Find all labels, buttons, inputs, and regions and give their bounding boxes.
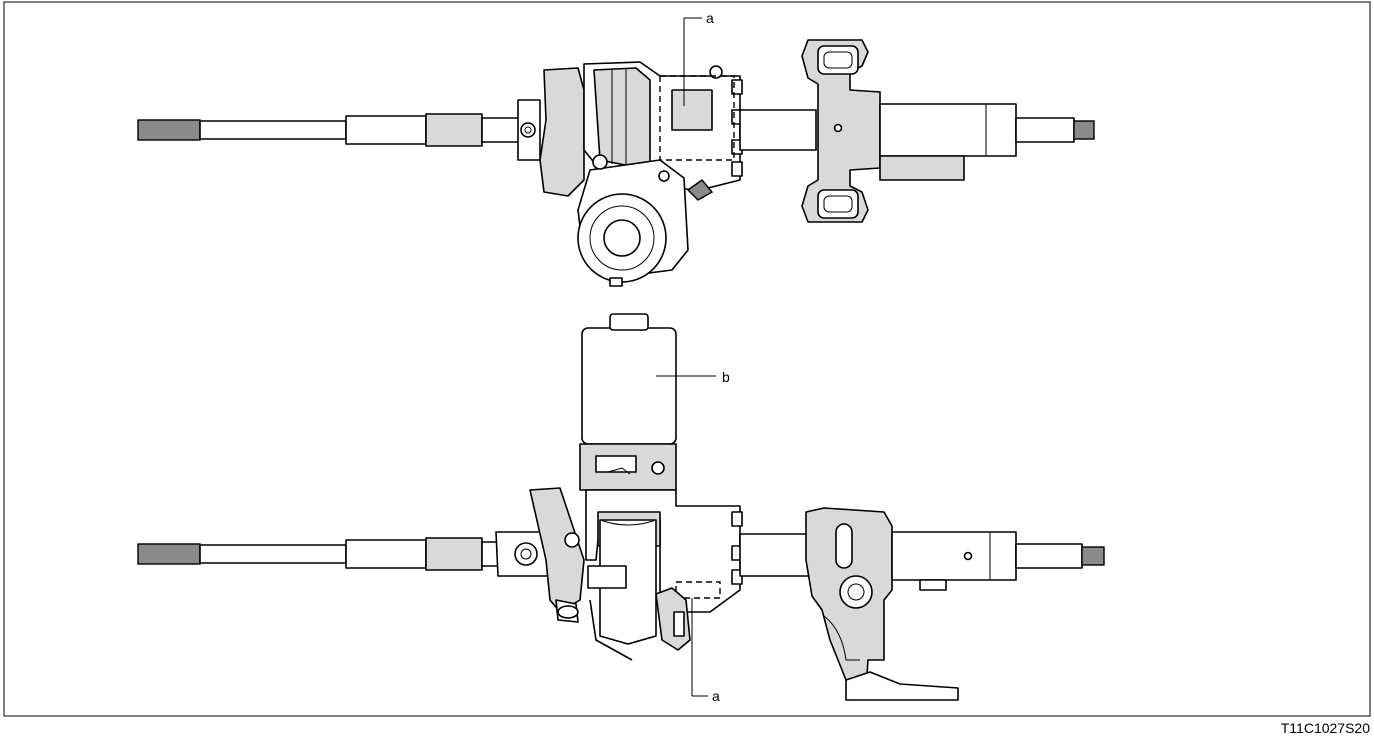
bottom-intermediate-shaft (199, 544, 347, 564)
top-upper-column (879, 103, 1017, 157)
top-splined-end (137, 119, 201, 141)
bottom-steering-shaft (1015, 543, 1083, 569)
bottom-output-cylinder (599, 519, 657, 645)
figure-id: T11C1027S20 (1280, 720, 1370, 736)
bottom-tilt-bolt (839, 575, 873, 609)
bottom-motor-cylinder (581, 327, 677, 445)
callout-bottom-a-label: a (712, 688, 720, 704)
top-splined-tip (1073, 120, 1095, 140)
bottom-motor-cap (609, 313, 649, 331)
top-left-bracket (539, 67, 585, 197)
callout-top-a-label: a (706, 10, 714, 26)
bottom-splined-end (137, 543, 201, 565)
callout-bottom-b-label: b (722, 369, 730, 385)
top-shaft-sleeve (345, 115, 427, 145)
callout-bottom-b: b (656, 369, 730, 385)
bottom-upper-column (891, 531, 1017, 581)
top-shaft-collar (425, 113, 483, 147)
bottom-splined-tip (1081, 546, 1105, 566)
callout-top-a: a (683, 10, 714, 106)
callout-bottom-a: a (691, 598, 720, 704)
top-view-assembly (137, 39, 1095, 287)
top-steering-shaft (1015, 117, 1075, 143)
figure-border (3, 1, 1371, 717)
top-intermediate-shaft (199, 120, 347, 140)
bottom-release-lever (845, 671, 959, 701)
top-torque-sensor-dashed (659, 75, 735, 161)
top-column-tube (739, 109, 817, 151)
bottom-torque-sensor-dashed (675, 581, 721, 599)
bottom-column-tube (739, 533, 813, 577)
bottom-view-assembly (137, 313, 1105, 701)
